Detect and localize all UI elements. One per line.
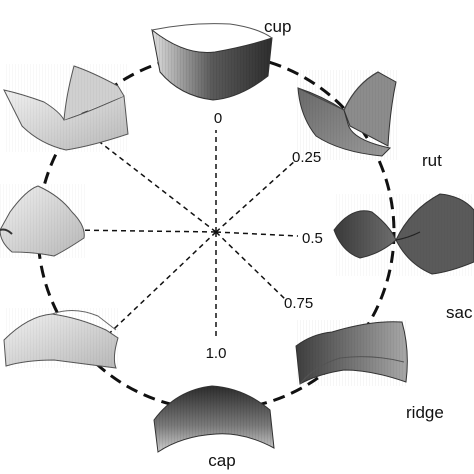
- cup-surface-icon: [151, 23, 273, 101]
- scale-value-0-5: 0.5: [302, 230, 323, 247]
- label-cup: cup: [264, 17, 291, 36]
- ridge-mirror-surface-icon: [3, 308, 120, 369]
- saddle-mirror-surface-icon: [0, 184, 86, 258]
- saddle-surface-icon: [333, 193, 474, 276]
- label-ridge: ridge: [406, 403, 444, 422]
- spoke-saddle: [215, 231, 299, 237]
- rut-mirror-surface-icon: [3, 64, 129, 152]
- rut-surface-icon: [296, 70, 398, 160]
- cap-surface-icon: [153, 385, 275, 453]
- label-saddle: sac: [446, 303, 473, 322]
- scale-value-0: 0: [214, 110, 222, 127]
- scale-value-1-0: 1.0: [206, 345, 227, 362]
- label-rut: rut: [422, 151, 442, 170]
- spoke-ridge: [215, 231, 287, 301]
- label-cap: cap: [208, 451, 235, 470]
- spoke-saddle-mirror: [69, 229, 217, 233]
- spoke-rut: [215, 159, 297, 233]
- ridge-surface-icon: [295, 320, 408, 386]
- scale-value-0-75: 0.75: [284, 295, 313, 312]
